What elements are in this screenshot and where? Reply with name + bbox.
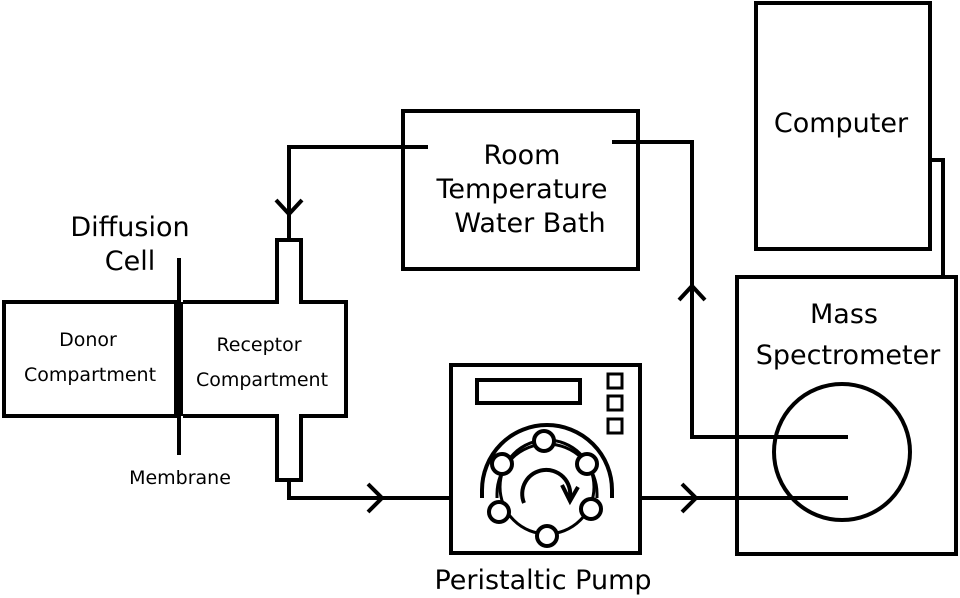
roller-4 bbox=[487, 500, 511, 524]
donor-label-line2: Compartment bbox=[24, 364, 156, 386]
mass-spec-label-line1: Mass bbox=[810, 299, 878, 330]
roller-5 bbox=[579, 497, 603, 521]
computer-label: Computer bbox=[774, 108, 909, 139]
pump-button-3 bbox=[606, 417, 624, 435]
roller-6 bbox=[535, 524, 559, 548]
roller-3 bbox=[575, 452, 599, 476]
membrane-thick bbox=[175, 302, 183, 416]
pump-rollers bbox=[487, 429, 603, 548]
receptor-label-line1: Receptor bbox=[216, 334, 301, 356]
roller-1 bbox=[532, 429, 556, 453]
pump-button-1 bbox=[606, 372, 624, 390]
tube-bath-to-receptor bbox=[287, 145, 428, 240]
water-bath-label-line2: Temperature bbox=[435, 174, 607, 205]
arrow-right-icon bbox=[366, 482, 385, 514]
receptor-compartment-box bbox=[183, 238, 348, 482]
donor-compartment-box bbox=[2, 300, 178, 418]
membrane-label: Membrane bbox=[129, 467, 231, 489]
donor-label-line1: Donor bbox=[59, 329, 117, 351]
arrow-up-icon bbox=[677, 283, 707, 302]
water-bath-box bbox=[401, 109, 640, 271]
tube-receptor-to-pump bbox=[287, 480, 482, 500]
computer-box bbox=[754, 1, 932, 251]
receptor-label-line2: Compartment bbox=[196, 369, 328, 391]
mass-spec-label-line2: Spectrometer bbox=[756, 340, 941, 371]
water-bath-label-line3: Water Bath bbox=[454, 208, 605, 239]
rotation-arrow-icon bbox=[520, 467, 573, 504]
water-bath-label-line1: Room bbox=[484, 140, 561, 171]
arrow-right-icon-2 bbox=[680, 482, 699, 514]
mass-spec-inlet-circle bbox=[772, 382, 912, 522]
pump-display bbox=[475, 378, 582, 405]
pump-head-housing bbox=[480, 423, 614, 498]
computer-ms-cable bbox=[930, 158, 945, 277]
roller-2 bbox=[490, 452, 514, 476]
diffusion-cell-title-line1: Diffusion bbox=[70, 212, 189, 243]
diffusion-cell-title-line2: Cell bbox=[105, 246, 155, 277]
pump-button-2 bbox=[606, 394, 624, 412]
pump-label: Peristaltic Pump bbox=[434, 565, 651, 596]
tube-ms-to-bath bbox=[612, 140, 848, 439]
rotation-arrowhead-icon bbox=[560, 484, 580, 506]
mass-spectrometer-box bbox=[735, 275, 958, 556]
arrow-down-icon bbox=[274, 198, 304, 217]
